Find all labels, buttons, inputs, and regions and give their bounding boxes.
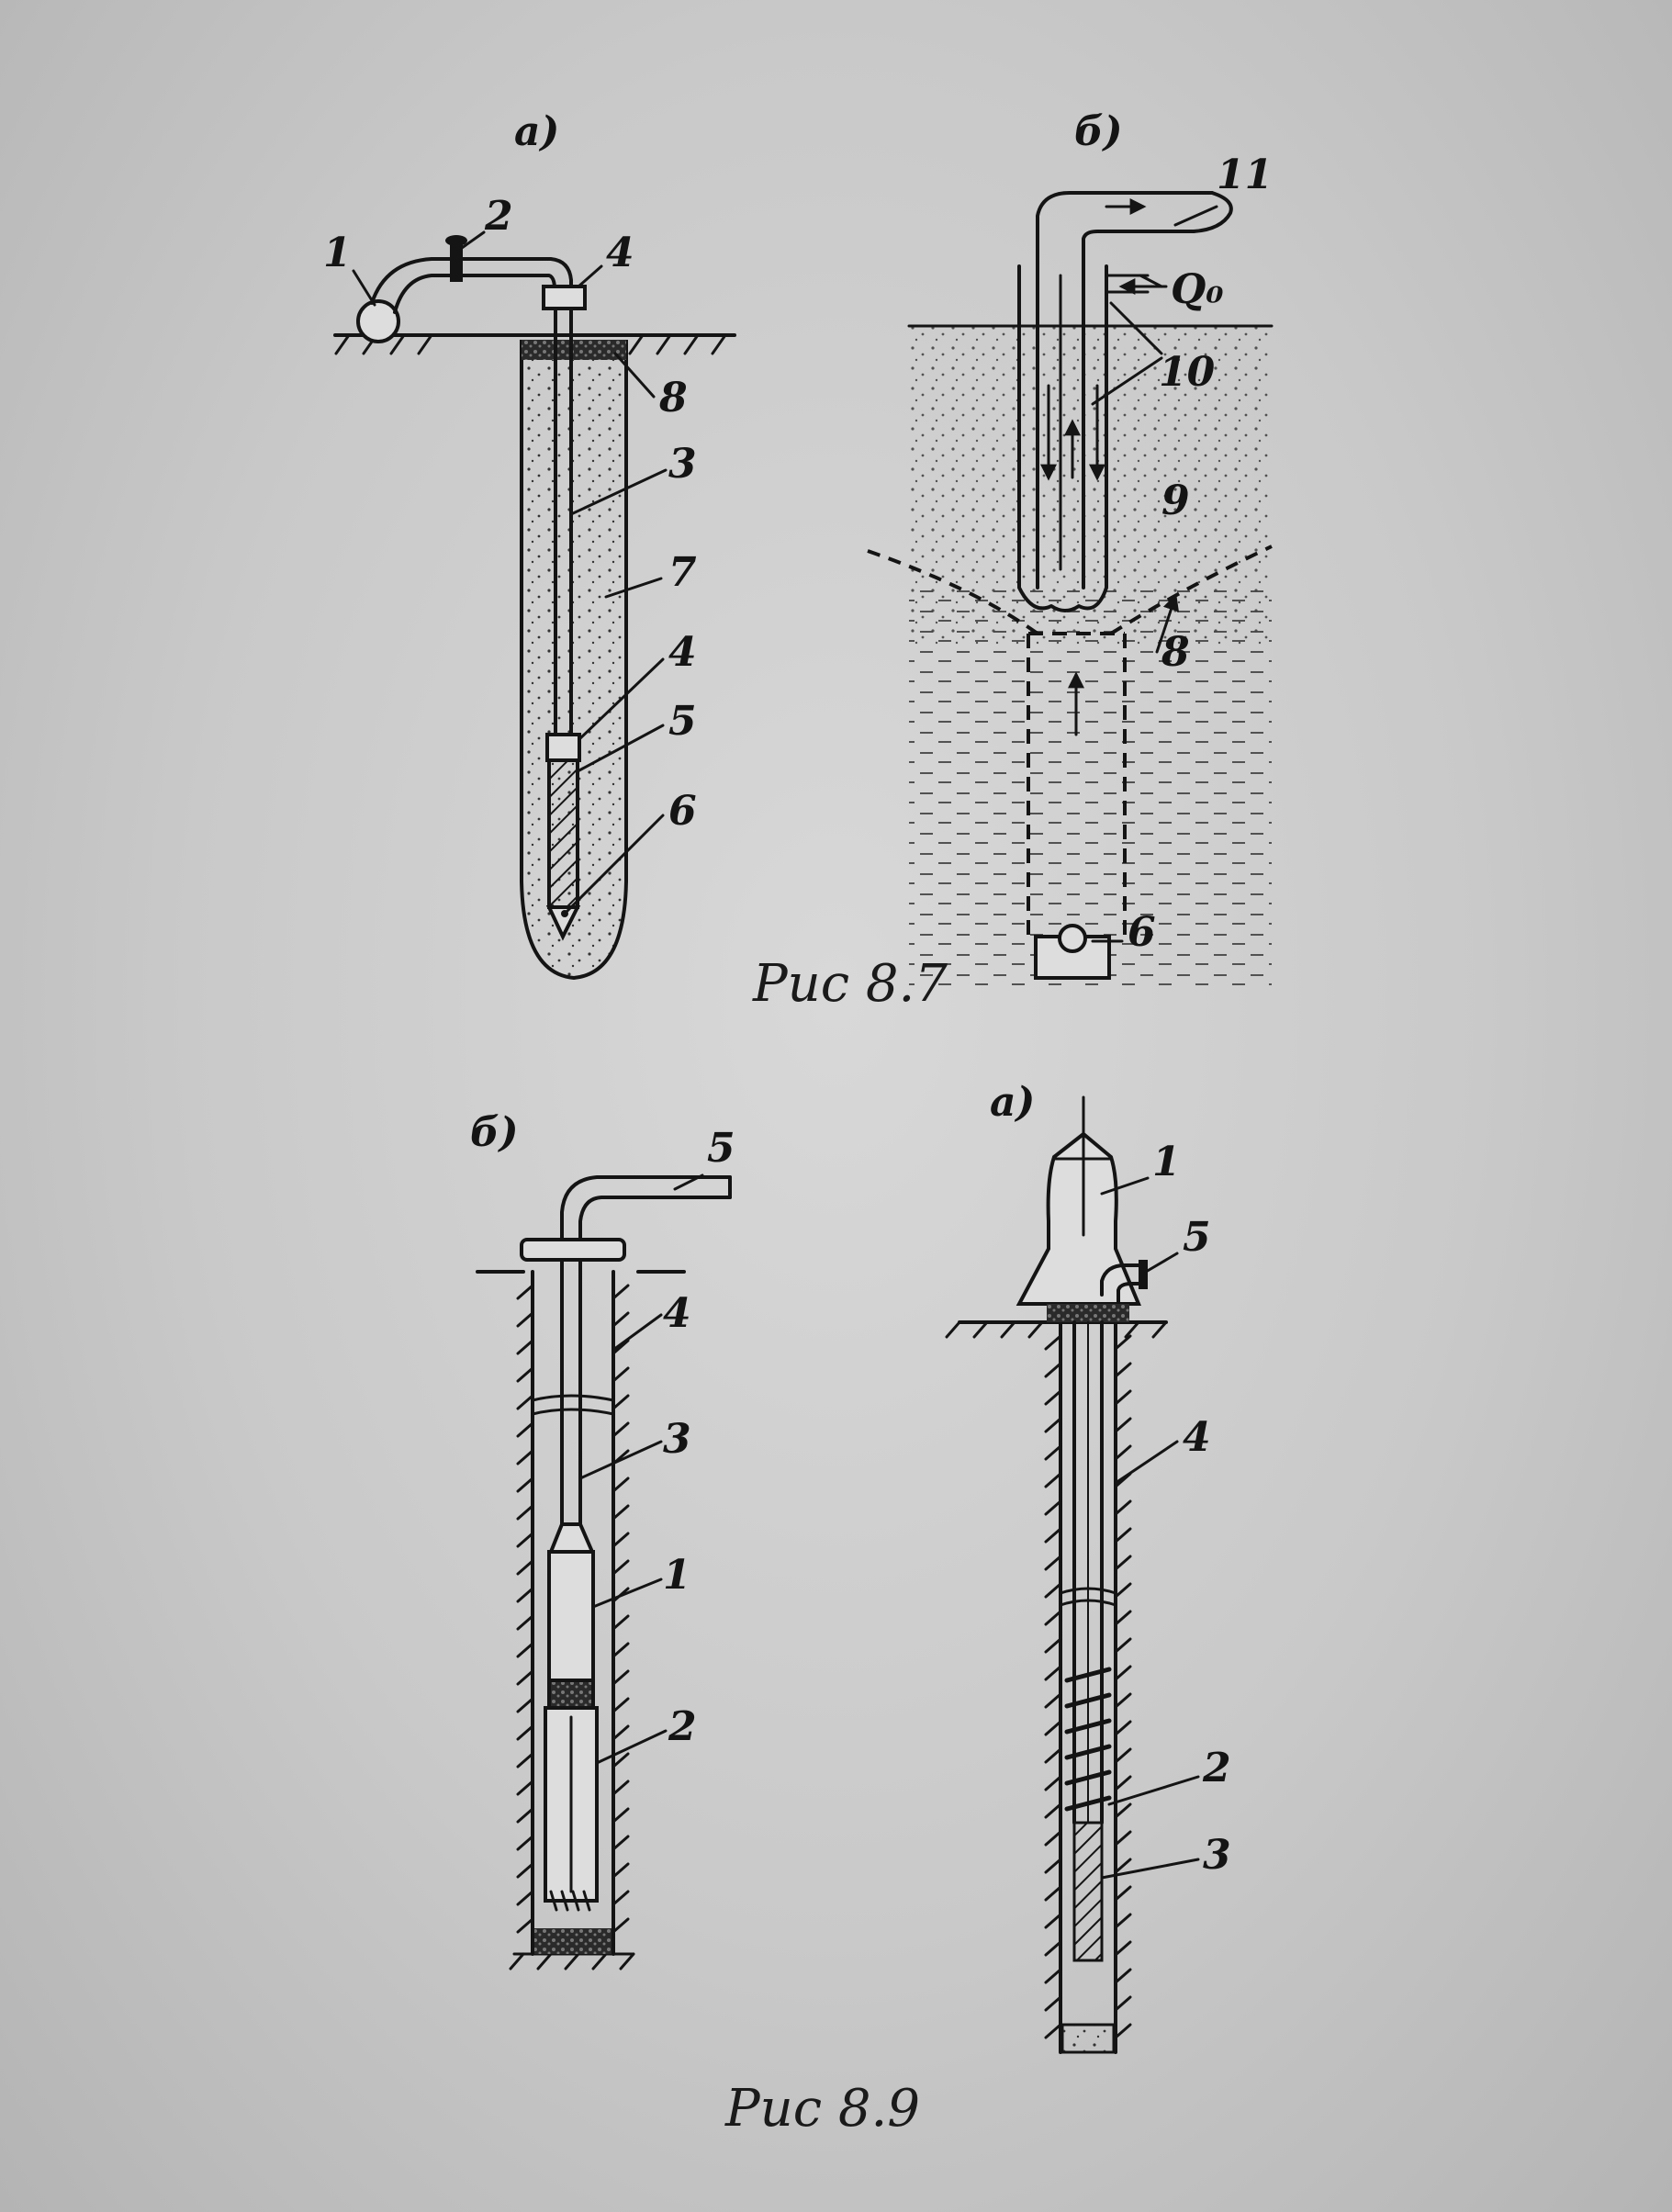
fig87b-label-11: 11 <box>1217 152 1273 198</box>
fig87a-label-5: 5 <box>668 698 697 745</box>
fig87b-label-10: 10 <box>1159 349 1216 396</box>
fig89a-label-1: 1 <box>1152 1139 1181 1185</box>
pump-intake <box>547 1679 595 1710</box>
fig89a-label-2: 2 <box>1202 1745 1231 1791</box>
fig89a-label-4: 4 <box>1183 1414 1211 1461</box>
fig87-caption: Рис 8.7 <box>752 954 948 1014</box>
fig89a-label-5: 5 <box>1183 1214 1211 1261</box>
depression-curve-left <box>867 549 1039 635</box>
fig89-caption: Рис 8.9 <box>724 2079 920 2139</box>
fig87b-label-9: 9 <box>1161 477 1190 524</box>
fig87a-label-4-bottom: 4 <box>668 629 697 676</box>
fig89-panel-b: б) <box>470 1109 735 1971</box>
fig87b-label-q0: Q₀ <box>1171 266 1224 313</box>
valve <box>450 241 463 282</box>
fig87a-letter: а) <box>514 108 559 155</box>
fig87a-label-8: 8 <box>658 375 688 421</box>
fig89a-label-3: 3 <box>1203 1832 1231 1879</box>
wellhead <box>542 285 587 310</box>
filter-section <box>547 758 579 909</box>
fig89-panel-a: а) <box>945 1079 1231 2054</box>
surface-motor <box>1016 1131 1141 1306</box>
water-zone <box>909 588 1272 992</box>
clay-seal <box>522 340 626 360</box>
fig87a-label-2: 2 <box>484 193 513 240</box>
fig87b-label-6: 6 <box>1128 909 1156 956</box>
fig87a-label-6: 6 <box>668 788 697 835</box>
fig89b-label-1: 1 <box>663 1552 691 1599</box>
wall-hatching <box>509 1284 635 1971</box>
fig89a-letter: а) <box>990 1079 1035 1126</box>
fig89b-label-5: 5 <box>707 1125 735 1172</box>
fig89b-label-3: 3 <box>663 1416 691 1463</box>
fig87-panel-a: а) <box>323 108 736 981</box>
depression-curve-right <box>1109 545 1273 635</box>
well-tip <box>545 905 581 941</box>
fig87b-label-8: 8 <box>1161 629 1190 676</box>
wellhead-plate <box>520 1238 626 1262</box>
fig89b-label-4: 4 <box>663 1290 691 1337</box>
fig87a-label-1: 1 <box>323 230 352 276</box>
fig87a-label-3: 3 <box>668 441 697 488</box>
submersible-pump <box>547 1550 595 1682</box>
fig87b-letter: б) <box>1074 108 1123 155</box>
wall-hatching-right <box>945 1320 1168 2039</box>
fig87-panel-b: б) 11 Q <box>867 108 1274 992</box>
pump-unit <box>356 299 400 343</box>
screw-pump <box>1064 1667 1112 1812</box>
fig89b-label-2: 2 <box>668 1703 697 1750</box>
fig87a-label-4-top: 4 <box>606 230 634 276</box>
lower-well-tube <box>1027 632 1127 937</box>
fig87a-label-7: 7 <box>668 549 697 596</box>
fig89b-letter: б) <box>470 1109 519 1156</box>
filter <box>1072 1821 1104 1962</box>
